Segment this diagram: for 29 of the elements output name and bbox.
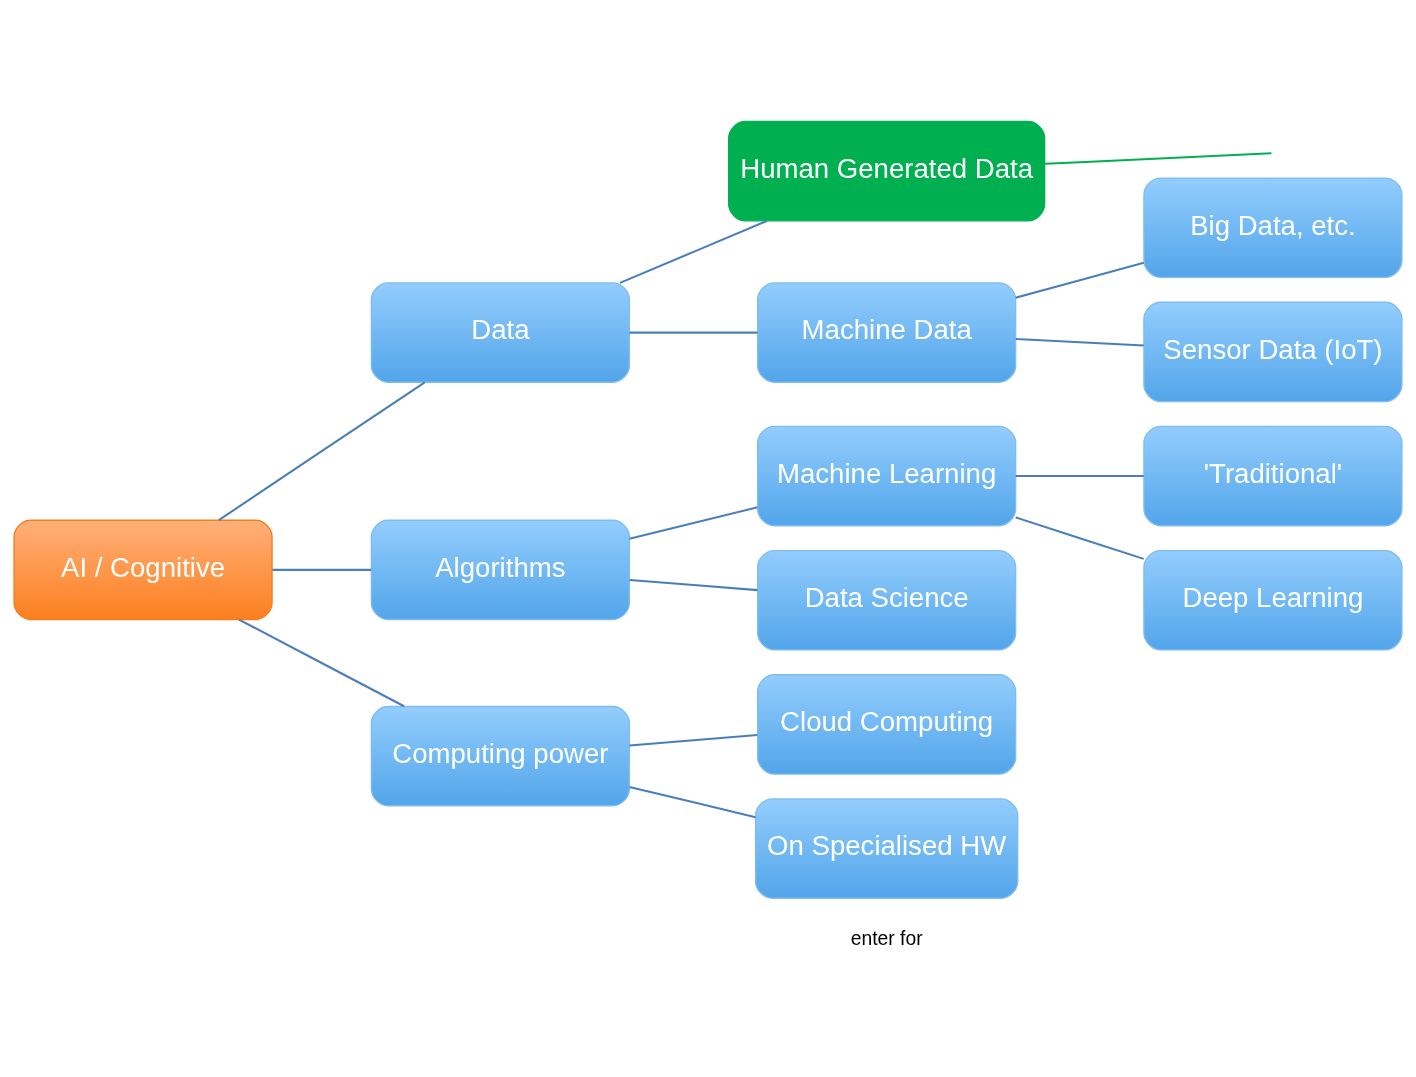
- connector: [1045, 152, 1272, 165]
- node-box: Human Generated Data: [728, 120, 1046, 222]
- node-box: AI / Cognitive: [13, 519, 273, 621]
- connector: [629, 578, 758, 592]
- connector: [272, 568, 372, 571]
- connector: [629, 733, 758, 747]
- node-box: Machine Learning: [756, 425, 1017, 527]
- connector: [629, 506, 758, 540]
- node-box: Data: [370, 282, 631, 383]
- connector: [629, 785, 756, 819]
- node-box: 'Traditional': [1143, 425, 1403, 527]
- connector: [1015, 475, 1144, 478]
- connector: [1015, 261, 1145, 299]
- connector: [1015, 338, 1144, 347]
- connector: [629, 331, 758, 334]
- node-box: Algorithms: [370, 519, 631, 621]
- node-box: On Specialised HW: [754, 798, 1019, 899]
- connector: [1015, 516, 1145, 560]
- node-box: Computing power: [370, 705, 631, 807]
- connector: [218, 381, 426, 521]
- node-box: Big Data, etc.: [1143, 177, 1403, 279]
- node-box: Sensor Data (IoT): [1143, 301, 1403, 403]
- connector: [619, 220, 768, 284]
- node-box: Machine Data: [756, 282, 1017, 383]
- node-box: Data Science: [756, 549, 1017, 651]
- label: enter for: [850, 927, 923, 949]
- node-box: Deep Learning: [1143, 549, 1403, 651]
- connector: [238, 618, 405, 708]
- node-box: Cloud Computing: [756, 674, 1017, 775]
